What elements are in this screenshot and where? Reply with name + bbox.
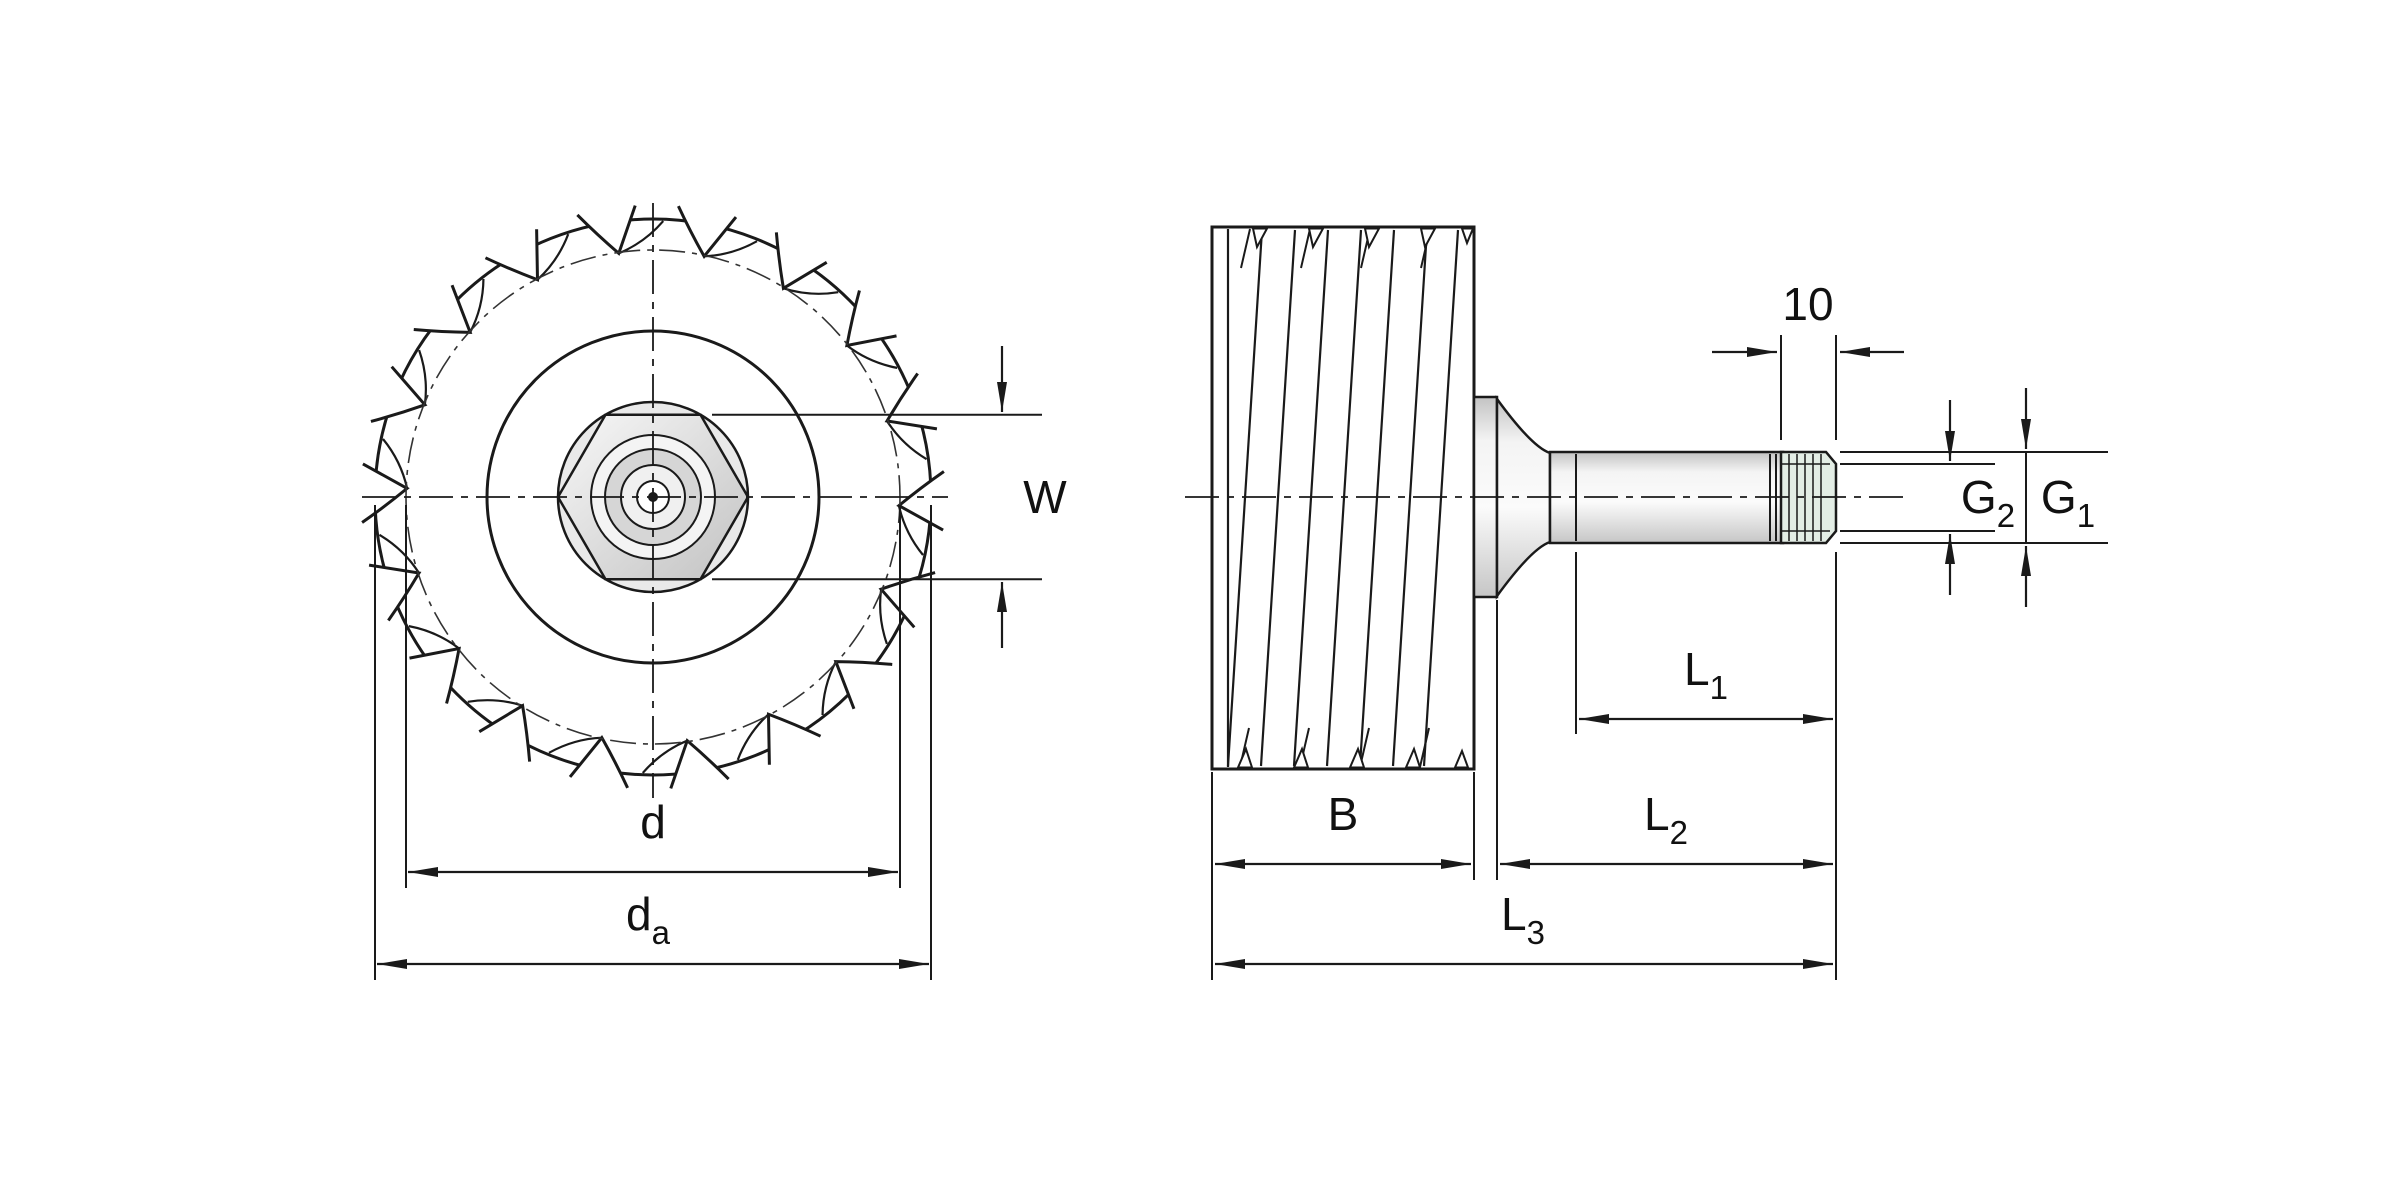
- dim-label-b: B: [1328, 788, 1359, 840]
- dim-label-10: 10: [1782, 278, 1833, 330]
- dim-label-d: d: [640, 796, 666, 848]
- dimension-l3: L3: [1215, 888, 1833, 969]
- dim-label-da: da: [626, 888, 671, 951]
- tooth-notch: [483, 214, 582, 299]
- dimension-d: d: [405, 505, 901, 888]
- tooth-notch: [637, 733, 731, 796]
- dimension-g2: G2: [1840, 400, 2015, 595]
- dimension-b: B: [1211, 772, 1475, 980]
- thread-minor-lines: [1782, 463, 1830, 532]
- dim-label-g1: G1: [2041, 471, 2095, 534]
- dimension-g1: G1: [1840, 388, 2108, 607]
- dimension-da: da: [374, 505, 932, 980]
- dim-label-l2: L2: [1644, 788, 1688, 851]
- tooth-notch: [358, 525, 433, 622]
- dim-label-w: W: [1023, 471, 1067, 523]
- edge-notches-bottom: [1236, 746, 1470, 769]
- flute-lines: [1226, 229, 1460, 767]
- dimension-l2: L2: [1496, 600, 1833, 880]
- tooth-notch: [575, 198, 669, 261]
- tooth-notch: [802, 634, 894, 730]
- tooth-notch: [873, 372, 948, 469]
- tooth-notch: [724, 695, 823, 780]
- dim-label-l1: L1: [1684, 643, 1728, 706]
- side-view: [1185, 225, 1908, 771]
- flute-tick-lines-top: [1240, 228, 1431, 269]
- tooth-notch: [360, 437, 409, 524]
- tooth-notch: [412, 264, 504, 360]
- dimension-l1: L1: [1575, 552, 1837, 980]
- edge-notches-top: [1251, 227, 1475, 250]
- dimension-w: W: [712, 346, 1067, 648]
- flute-tick-lines-bottom: [1239, 727, 1430, 768]
- tooth-notch: [369, 341, 444, 439]
- thread: [1779, 450, 1838, 545]
- dimension-10: 10: [1712, 278, 1904, 440]
- dim-label-l3: L3: [1501, 888, 1545, 951]
- dim-label-g2: G2: [1961, 471, 2015, 534]
- tooth-notch: [897, 470, 946, 557]
